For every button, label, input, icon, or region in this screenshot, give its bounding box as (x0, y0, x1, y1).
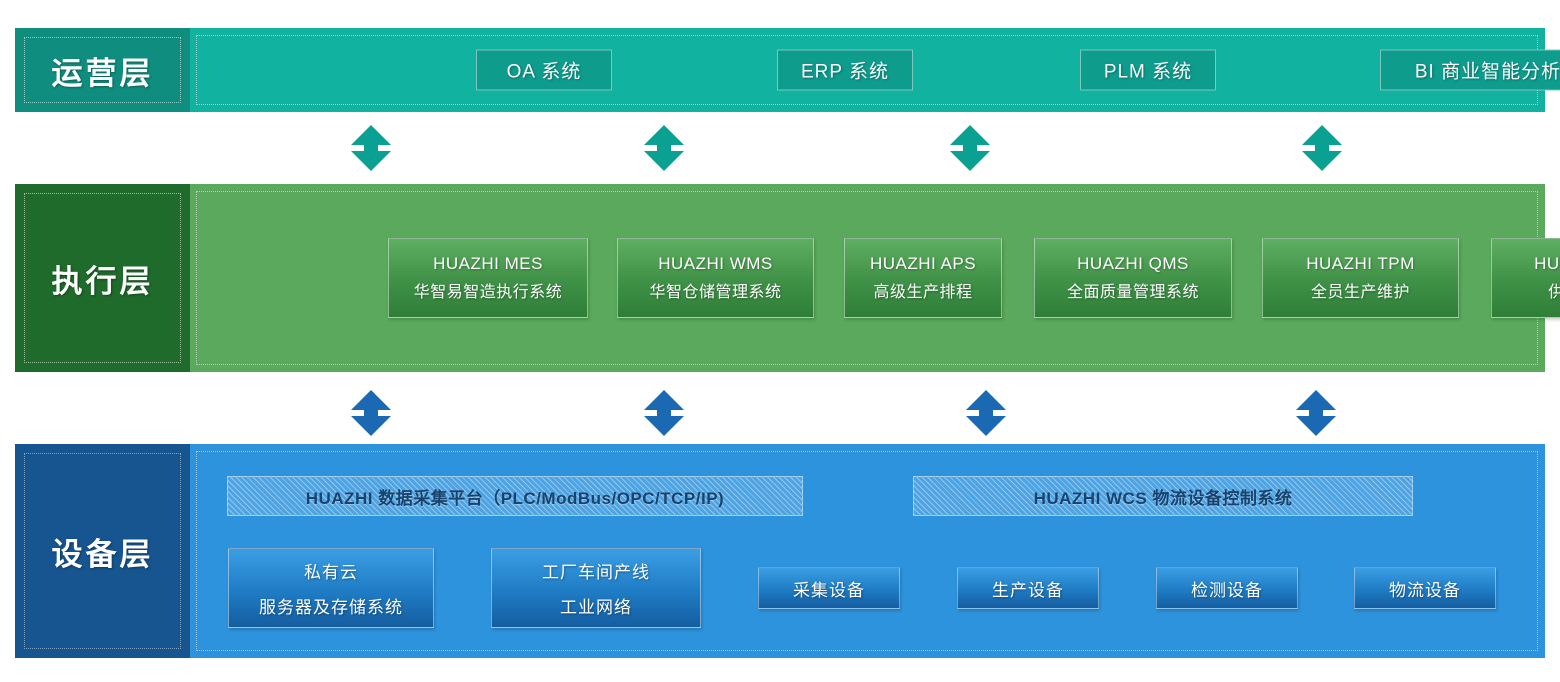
device-layer-title: 设备层 (51, 536, 154, 572)
double-arrow-vertical-icon (1299, 123, 1345, 173)
equipment-pill-inspection[interactable]: 检测设备 (1156, 567, 1298, 609)
equipment-pill-logistics[interactable]: 物流设备 (1354, 567, 1496, 609)
operations-layer-body: OA 系统 ERP 系统 PLM 系统 BI 商业智能分析系统 (190, 28, 1560, 112)
double-arrow-vertical-icon (641, 388, 687, 438)
execution-layer-header: 执行层 (15, 184, 190, 372)
system-chip-mes[interactable]: HUAZHI MES 华智易智造执行系统 (388, 238, 588, 318)
system-name: 全面质量管理系统 (1066, 284, 1199, 301)
platform-banner-data-acquisition[interactable]: HUAZHI 数据采集平台（PLC/ModBus/OPC/TCP/IP) (227, 476, 803, 516)
system-chip-aps[interactable]: HUAZHI APS 高级生产排程 (844, 238, 1002, 318)
infrastructure-line-1: 工厂车间产线 (542, 563, 650, 582)
equipment-pill-production[interactable]: 生产设备 (957, 567, 1099, 609)
infrastructure-line-1: 私有云 (304, 563, 358, 582)
double-arrow-vertical-icon (947, 123, 993, 173)
double-arrow-vertical-icon (348, 388, 394, 438)
system-chip-qms[interactable]: HUAZHI QMS 全面质量管理系统 (1034, 238, 1232, 318)
system-chip-wms[interactable]: HUAZHI WMS 华智仓储管理系统 (617, 238, 814, 318)
equipment-pill-collection[interactable]: 采集设备 (758, 567, 900, 609)
system-chip-oa[interactable]: OA 系统 (476, 49, 612, 91)
infrastructure-chip-factory-network[interactable]: 工厂车间产线 工业网络 (491, 548, 701, 628)
system-chip-tpm[interactable]: HUAZHI TPM 全员生产维护 (1262, 238, 1459, 318)
system-code: HUAZHI QMS (1077, 254, 1189, 273)
system-name: 全员生产维护 (1310, 284, 1410, 301)
execution-layer-band: 执行层 HUAZHI MES 华智易智造执行系统 HUAZHI WMS 华智仓储… (15, 184, 1560, 372)
double-arrow-vertical-icon (1293, 388, 1339, 438)
system-name: 高级生产排程 (873, 284, 973, 301)
double-arrow-vertical-icon (348, 123, 394, 173)
device-layer-header: 设备层 (15, 444, 190, 658)
platform-banner-wcs[interactable]: HUAZHI WCS 物流设备控制系统 (913, 476, 1413, 516)
infrastructure-line-2: 服务器及存储系统 (259, 598, 403, 617)
execution-layer-title: 执行层 (51, 263, 154, 299)
system-name: 华智易智造执行系统 (413, 284, 563, 301)
system-chip-plm[interactable]: PLM 系统 (1080, 49, 1216, 91)
system-code: HUAZHI MES (433, 254, 543, 273)
infrastructure-line-2: 工业网络 (560, 598, 632, 617)
system-chip-bi[interactable]: BI 商业智能分析系统 (1380, 49, 1560, 91)
system-name: 供应链协同 (1548, 284, 1560, 301)
system-code: HUAZHI WMS (658, 254, 773, 273)
operations-layer-header: 运营层 (15, 28, 190, 112)
execution-layer-body: HUAZHI MES 华智易智造执行系统 HUAZHI WMS 华智仓储管理系统… (190, 184, 1560, 372)
system-code: HUAZHI TPM (1306, 254, 1415, 273)
system-chip-scm[interactable]: HUAZHI SCM 供应链协同 (1491, 238, 1560, 318)
operations-layer-band: 运营层 OA 系统 ERP 系统 PLM 系统 BI 商业智能分析系统 (15, 28, 1560, 112)
operations-layer-title: 运营层 (51, 55, 154, 91)
double-arrow-vertical-icon (963, 388, 1009, 438)
system-code: HUAZHI SCM (1534, 254, 1560, 273)
infrastructure-chip-private-cloud[interactable]: 私有云 服务器及存储系统 (228, 548, 434, 628)
double-arrow-vertical-icon (641, 123, 687, 173)
system-code: HUAZHI APS (869, 254, 977, 273)
system-chip-erp[interactable]: ERP 系统 (777, 49, 913, 91)
system-name: 华智仓储管理系统 (649, 284, 782, 301)
